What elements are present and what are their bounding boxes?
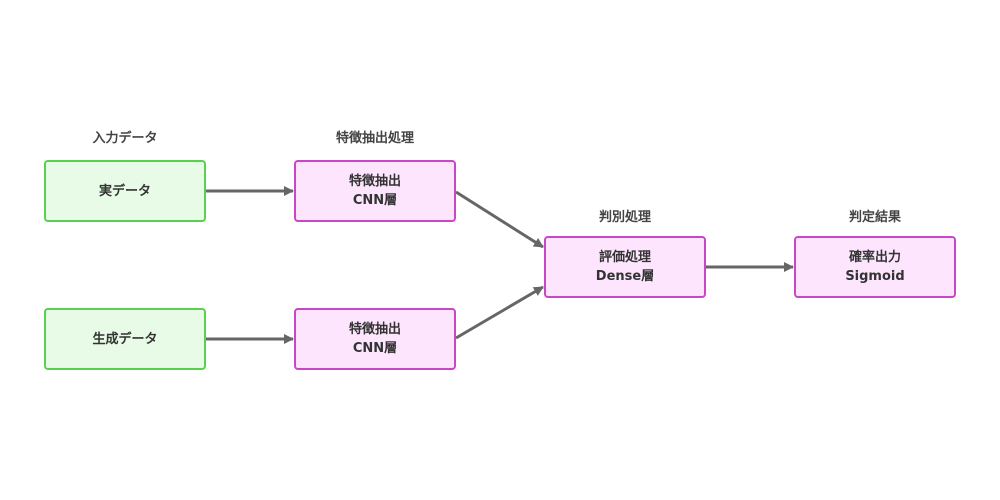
node-real-data-label: 実データ — [98, 183, 151, 199]
node-generated-data[interactable]: 生成データ — [44, 308, 206, 370]
node-feature-bottom[interactable]: 特徴抽出 CNN層 — [294, 308, 456, 370]
node-feature-bottom-layer: CNN層 — [352, 341, 398, 356]
node-output-title: 確率出力 — [848, 250, 901, 265]
edge-feature-bottom-to-evaluate — [455, 285, 544, 340]
node-evaluate-layer: Dense層 — [595, 269, 655, 284]
node-feature-top[interactable]: 特徴抽出 CNN層 — [294, 160, 456, 222]
node-evaluate-title: 評価処理 — [598, 250, 651, 265]
node-evaluate[interactable]: 評価処理 Dense層 — [544, 236, 706, 298]
group-label-result: 判定結果 — [848, 210, 901, 225]
node-output[interactable]: 確率出力 Sigmoid — [794, 236, 956, 298]
node-feature-top-title: 特徴抽出 — [348, 174, 401, 189]
edge-feature-top-to-evaluate — [455, 190, 544, 249]
group-label-feature: 特徴抽出処理 — [335, 131, 414, 146]
node-feature-bottom-title: 特徴抽出 — [348, 322, 401, 337]
group-label-input: 入力データ — [92, 131, 158, 146]
node-generated-data-label: 生成データ — [92, 331, 158, 347]
group-label-discriminate: 判別処理 — [598, 210, 651, 225]
node-real-data[interactable]: 実データ — [44, 160, 206, 222]
node-feature-top-layer: CNN層 — [352, 193, 398, 208]
node-output-activation: Sigmoid — [845, 269, 905, 284]
